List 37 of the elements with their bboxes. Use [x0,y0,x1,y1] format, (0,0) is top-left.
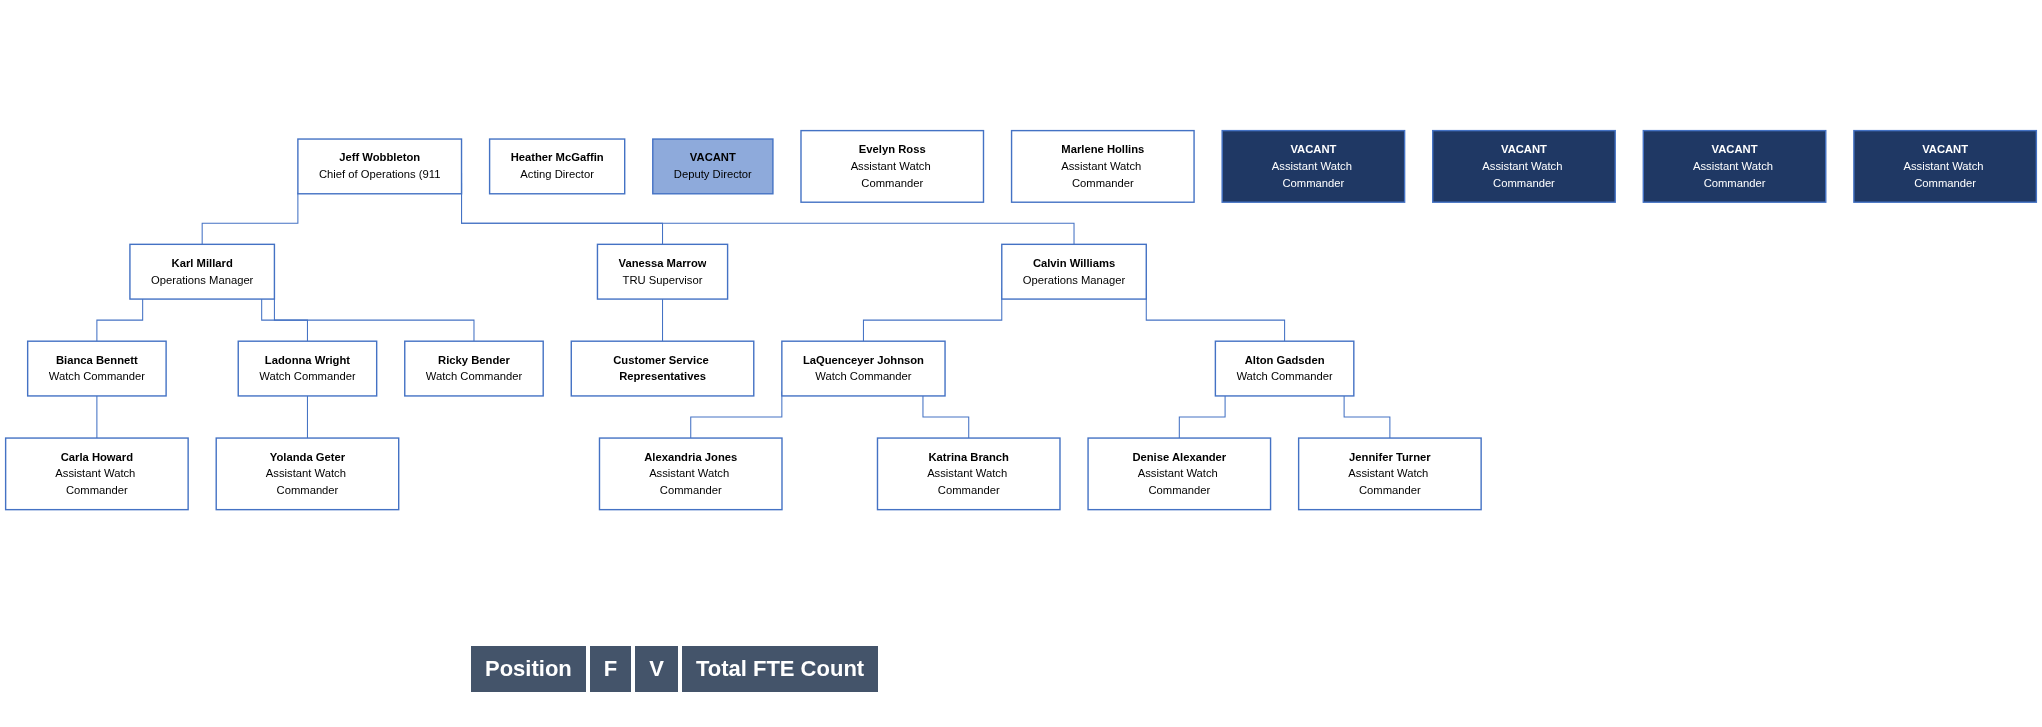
node-box: Yolanda Geter Assistant Watch Commander [215,437,400,511]
node-box: Customer Service Representatives [570,340,755,397]
node-box: Alton Gadsden Watch Commander [1214,340,1355,397]
table-header-cell: V [635,646,678,692]
node-box: Alexandria Jones Assistant Watch Commander [598,437,783,511]
table-header-cell: Position [471,646,586,692]
node-box: Denise Alexander Assistant Watch Commander [1087,437,1272,511]
connector [662,298,664,342]
node-box: Bianca Bennett Watch Commander [26,340,167,397]
connector [96,395,98,439]
node-box: Carla Howard Assistant Watch Commander [4,437,189,511]
table-header-cell: F [589,646,632,692]
connector [96,298,144,342]
node-box: Jeff Wobbleton Chief of Operations (911 [297,138,463,195]
connector [1343,395,1391,439]
node-box: LaQuenceyer Johnson Watch Commander [781,340,946,397]
connector [261,298,308,342]
table-header-cell: Total FTE Count [681,646,879,692]
node-box: Calvin Williams Operations Manager [1001,243,1147,300]
node-box: Evelyn Ross Assistant Watch Commander [800,129,985,203]
node-box: Katrina Branch Assistant Watch Commander [876,437,1061,511]
node-box: VACANT Assistant Watch Commander [1853,129,2038,203]
node-box: VACANT Assistant Watch Commander [1642,129,1827,203]
node-box: Karl Millard Operations Manager [129,243,276,300]
connector [1178,395,1226,439]
connector [306,395,308,439]
node-box: Ladonna Wright Watch Commander [237,340,378,397]
node-box: Jennifer Turner Assistant Watch Commander [1297,437,1482,511]
connector [201,191,299,245]
node-box: Heather McGaffin Acting Director [488,138,626,195]
node-box: Ricky Bender Watch Commander [404,340,544,397]
connector [922,395,970,439]
node-box: Vanessa Marrow TRU Supervisor [596,243,729,300]
node-box: VACANT Deputy Director [652,138,774,195]
node-box: VACANT Assistant Watch Commander [1432,129,1616,203]
node-box: VACANT Assistant Watch Commander [1221,129,1406,203]
node-box: Marlene Hollins Assistant Watch Commander [1010,129,1195,203]
